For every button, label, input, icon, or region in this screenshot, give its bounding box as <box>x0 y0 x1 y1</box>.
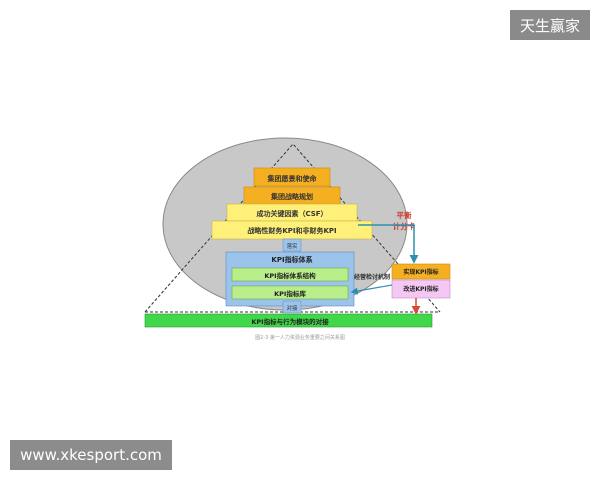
base-bar <box>144 313 433 328</box>
connector-label-top-text: 落实 <box>286 242 298 250</box>
review-mechanism-label: 经营检讨机制 <box>354 273 390 281</box>
pyramid-level-2-label: 集团战略规划 <box>270 192 313 201</box>
right-box-achieve <box>391 263 451 280</box>
pyramid-level-4-label: 战略性财务KPI和非财务KPI <box>247 226 336 235</box>
kpi-structure-label: KPI指标体系结构 <box>264 271 316 280</box>
bsc-arrow <box>358 224 419 264</box>
bsc-label-line2: 计分卡 <box>393 221 416 231</box>
pyramid-level-1-label: 集团愿景和使命 <box>267 174 318 183</box>
figure-caption: 图2-3 第一人力资源业务重要之间关系图 <box>255 334 345 341</box>
dashed-triangle <box>144 143 441 313</box>
connector-label-bottom <box>282 300 302 314</box>
bottom-watermark: www.xkesport.com <box>10 440 172 470</box>
top-watermark: 天生赢家 <box>510 10 590 40</box>
connector-label-top <box>282 238 302 252</box>
base-bar-label: KPI指标与行为模块的对接 <box>251 317 329 326</box>
kpi-structure-box <box>231 267 349 282</box>
pyramid-level-3-label: 成功关键因素（CSF） <box>256 209 327 218</box>
right-box-improve-label: 改进KPI指标 <box>403 285 438 293</box>
bsc-label-line1: 平衡 <box>397 210 412 220</box>
kpi-library-box <box>231 285 349 300</box>
right-box-achieve-label: 实现KPI指标 <box>403 268 438 276</box>
kpi-system-title: KPI指标体系 <box>271 255 312 264</box>
kpi-library-label: KPI指标库 <box>274 289 306 298</box>
connector-label-bottom-text: 对接 <box>286 304 298 312</box>
review-arrow <box>350 284 393 295</box>
pyramid-level-1 <box>253 167 331 187</box>
right-box-improve <box>391 279 451 299</box>
